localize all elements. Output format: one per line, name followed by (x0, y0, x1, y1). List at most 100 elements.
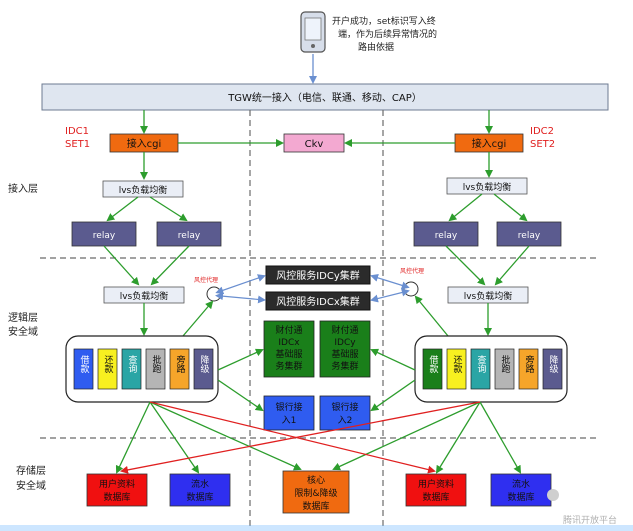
service-left-query: 查询 (121, 348, 142, 390)
logic-layer-sublabel: 安全域 (8, 325, 38, 338)
service-label: 还款 (103, 354, 114, 374)
finance-x-l1: 财付通 (275, 324, 302, 336)
bank-2-l1: 银行接 (331, 401, 358, 413)
db-user-right-l2: 数据库 (422, 491, 449, 503)
risk-cluster-y-label: 风控服务IDCy集群 (276, 269, 360, 282)
relay-right-2 (496, 221, 562, 247)
service-label: 降级 (199, 354, 210, 374)
db-flow-right-l1: 流水 (512, 478, 530, 490)
lvs-access-left-label: lvs负载均衡 (119, 184, 168, 196)
relay-right-1-label: relay (435, 231, 458, 241)
service-label: 借款 (428, 354, 439, 374)
finance-cluster-x (263, 320, 315, 378)
service-right-degrade: 降级 (542, 348, 563, 390)
cross-idc-arrow-red (120, 401, 481, 474)
db-core-l1: 核心 (307, 474, 325, 486)
services-to-bank-arrow (370, 379, 416, 412)
lvs-logic-right-label: lvs负载均衡 (464, 290, 513, 302)
risk-left-to-y-arrow (215, 274, 266, 295)
finance-cluster-y (319, 320, 371, 378)
risk-proxy-left-node (206, 286, 222, 302)
separator-lines (40, 110, 600, 526)
services-to-finance-arrow (370, 348, 416, 371)
bank-1-l1: 银行接 (275, 401, 302, 413)
lvs-to-relay-arrow (106, 196, 139, 222)
finance-y-l3: 基础服 (331, 348, 358, 360)
bank-access-1 (263, 395, 315, 431)
ckv-label: Ckv (305, 139, 324, 150)
tgw-bar (41, 83, 609, 111)
finance-x-l2: IDCx (278, 338, 300, 348)
relay-right-2-label: relay (518, 231, 541, 241)
access-layer-label: 接入层 (8, 182, 38, 195)
bottom-bar (0, 525, 633, 531)
services-to-db-arrow (149, 401, 200, 474)
services-to-core-arrow (149, 401, 302, 471)
idc1-name: IDC1 (65, 126, 89, 137)
service-label: 还款 (452, 354, 463, 374)
idc2-set: SET2 (530, 139, 555, 150)
risk-proxy-left-label: 风控代理 (194, 276, 218, 284)
db-flow-left-l1: 流水 (191, 478, 209, 490)
storage-layer-label: 存储层 (16, 464, 46, 477)
bank-2-l2: 入2 (338, 415, 353, 426)
service-label: 降级 (548, 354, 559, 374)
relay-right-1 (413, 221, 479, 247)
relay-to-lvs-arrow (445, 245, 486, 286)
services-to-bank-arrow (217, 379, 264, 412)
finance-y-l4: 务集群 (331, 360, 358, 372)
db-user-left (86, 473, 148, 507)
service-left-borrow: 借款 (73, 348, 94, 390)
finance-y-l2: IDCy (334, 338, 356, 348)
cross-idc-arrow-red (149, 401, 436, 474)
finance-x-l4: 务集群 (275, 360, 302, 372)
top-note-line1: 开户成功，set标识写入终 (332, 15, 436, 27)
lvs-access-left (102, 180, 184, 198)
lvs-access-right-label: lvs负载均衡 (463, 181, 512, 193)
services-to-finance-arrow (217, 348, 264, 371)
service-right-bypass: 旁路 (518, 348, 539, 390)
db-user-right (405, 473, 467, 507)
relay-left-1-label: relay (93, 231, 116, 241)
db-user-left-l2: 数据库 (103, 491, 130, 503)
service-right-query: 查询 (470, 348, 491, 390)
access-cgi-right-label: 接入cgi (472, 137, 507, 150)
services-to-core-arrow (332, 401, 481, 471)
watermark: 腾讯开放平台 (547, 489, 617, 526)
db-core-l3: 数据库 (302, 500, 329, 512)
service-label: 旁路 (175, 354, 186, 374)
services-to-db-arrow (115, 401, 151, 474)
relay-left-2-label: relay (178, 231, 201, 241)
service-right-batch: 批跑 (494, 348, 515, 390)
db-flow-left-l2: 数据库 (186, 491, 213, 503)
db-flow-left (169, 473, 231, 507)
lvs-to-relay-arrow (493, 193, 528, 222)
top-note-line3: 路由依据 (358, 41, 394, 53)
services-to-db-arrow (479, 401, 521, 474)
db-user-right-l1: 用户资料 (418, 478, 454, 490)
lvs-access-right (446, 177, 528, 195)
lvs-logic-left-label: lvs负载均衡 (120, 290, 169, 302)
service-label: 批跑 (151, 354, 162, 373)
service-label: 借款 (79, 354, 90, 374)
risk-proxy-right-label: 风控代理 (400, 267, 424, 275)
risk-cluster-x (265, 291, 371, 311)
risk-proxy-right-node (403, 281, 419, 297)
access-cgi-left-label: 接入cgi (127, 137, 162, 150)
bank-1-l2: 入1 (282, 415, 297, 426)
service-left-batch: 批跑 (145, 348, 166, 390)
db-user-left-l1: 用户资料 (99, 478, 135, 490)
phone-icon (300, 11, 326, 53)
idc1-set: SET1 (65, 139, 90, 150)
service-label: 查询 (476, 354, 487, 374)
db-core (282, 470, 350, 514)
lvs-to-relay-arrow (149, 196, 188, 222)
risk-right-to-x-arrow (370, 288, 410, 303)
service-right-repay: 还款 (446, 348, 467, 390)
relay-to-lvs-arrow (150, 245, 190, 286)
idc2-name: IDC2 (530, 126, 554, 137)
relay-to-lvs-arrow (494, 245, 530, 286)
service-label: 批跑 (500, 354, 511, 373)
finance-y-l1: 财付通 (331, 324, 358, 336)
